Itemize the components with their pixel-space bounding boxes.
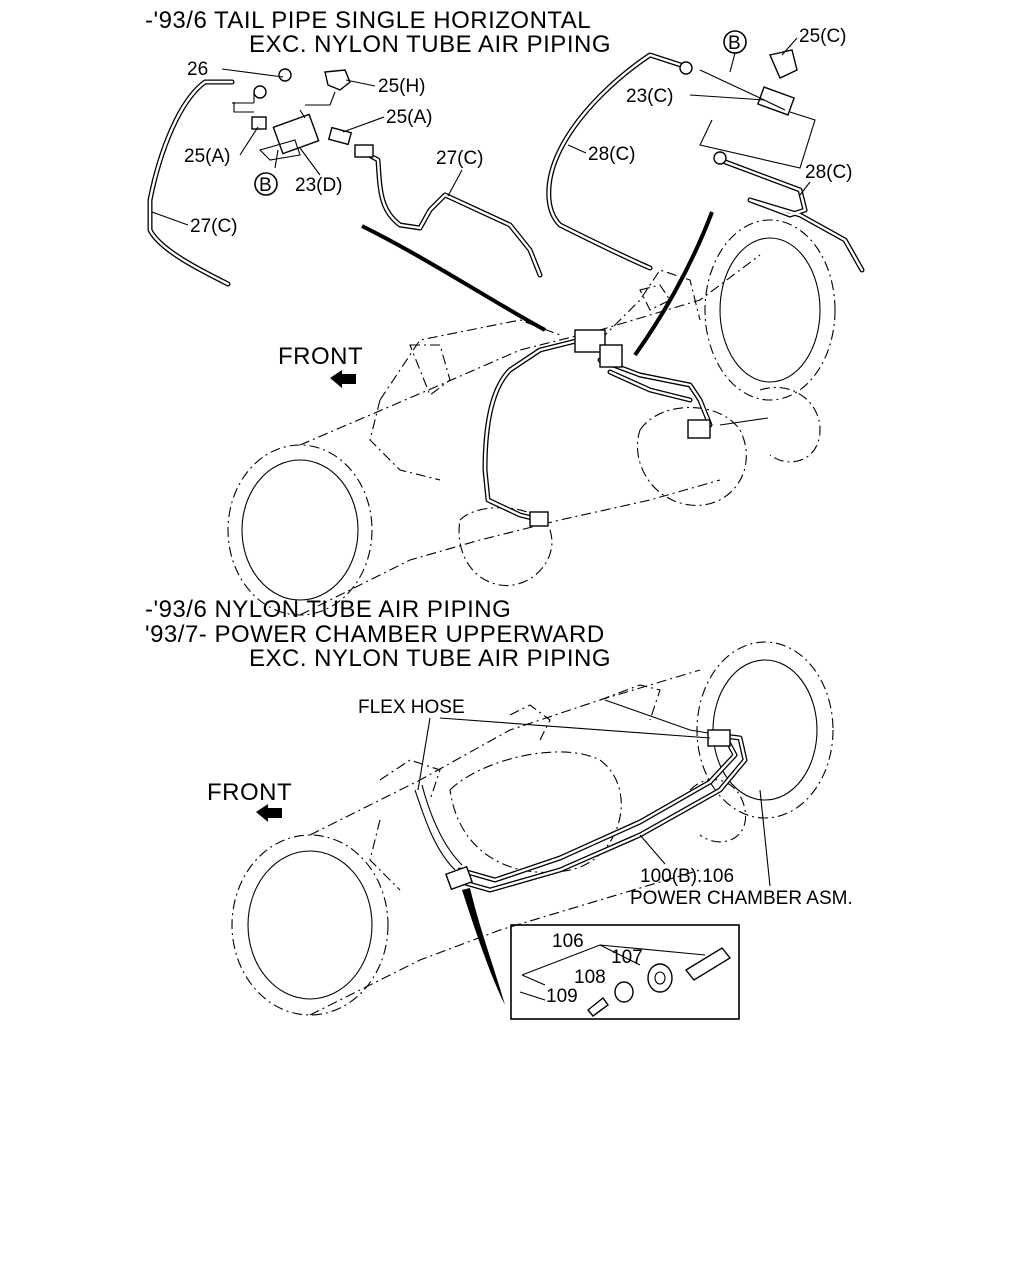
valve-assembly-23c — [679, 49, 816, 169]
inset-callout-108: 108 — [574, 967, 606, 988]
front-arrow-icon — [256, 804, 282, 822]
front-arrow-icon — [330, 370, 356, 388]
top-front-label: FRONT — [278, 343, 363, 370]
callout-28c-right: 28(C) — [805, 162, 853, 183]
inset-callout-109: 109 — [546, 986, 578, 1007]
parts-inset-box: 106 107 108 109 — [510, 924, 740, 1020]
top-heading-line1: -'93/6 TAIL PIPE SINGLE HORIZONTAL — [145, 7, 591, 34]
bottom-heading-line1: -'93/6 NYLON TUBE AIR PIPING — [145, 596, 511, 623]
inset-callout-107: 107 — [611, 947, 643, 968]
callout-25h: 25(H) — [378, 76, 426, 97]
callout-23c: 23(C) — [626, 86, 674, 107]
callout-25a-right: 25(A) — [386, 107, 432, 128]
callout-b-left: B — [259, 175, 272, 196]
callout-23d: 23(D) — [295, 175, 343, 196]
top-callouts: 26 25(H) 25(A) 25(A) B 23(D) 27(C) 27(C)… — [151, 26, 853, 237]
pipe-part-107 — [684, 947, 732, 981]
bushing-part-108 — [614, 981, 634, 1003]
callout-100b-106: 100(B).106 — [640, 866, 734, 887]
callout-b-right: B — [728, 33, 741, 54]
callout-28c-mid: 28(C) — [588, 144, 636, 165]
bottom-air-piping — [414, 699, 748, 1005]
bottom-section: -'93/6 NYLON TUBE AIR PIPING '93/7- POWE… — [145, 596, 853, 1020]
top-air-piping — [147, 52, 865, 527]
sleeve-part-109 — [587, 996, 609, 1017]
callout-26: 26 — [187, 59, 208, 80]
bottom-heading-line3: EXC. NYLON TUBE AIR PIPING — [249, 645, 611, 672]
rear-axle-bottom — [231, 641, 834, 1016]
callout-power-chamber: POWER CHAMBER ASM. — [630, 888, 853, 909]
top-front-arrow: FRONT — [278, 343, 363, 388]
grommet-part — [647, 963, 673, 993]
bottom-front-label: FRONT — [207, 779, 292, 806]
callout-25c: 25(C) — [799, 26, 847, 47]
top-section: -'93/6 TAIL PIPE SINGLE HORIZONTAL EXC. … — [145, 7, 865, 616]
callout-27c-left: 27(C) — [190, 216, 238, 237]
callout-b-left-circle — [254, 172, 278, 196]
inset-border — [510, 924, 740, 1020]
bottom-callouts: FLEX HOSE 100(B).106 POWER CHAMBER ASM. — [358, 697, 853, 909]
rear-axle-top — [227, 219, 836, 616]
valve-assembly-23d — [232, 68, 374, 169]
inset-callout-106: 106 — [552, 931, 584, 952]
callout-27c-mid: 27(C) — [436, 148, 484, 169]
bottom-heading-line2: '93/7- POWER CHAMBER UPPERWARD — [145, 621, 605, 648]
callout-flex-hose: FLEX HOSE — [358, 697, 465, 718]
bottom-front-arrow: FRONT — [207, 779, 292, 822]
top-heading-line2: EXC. NYLON TUBE AIR PIPING — [249, 31, 611, 58]
callout-25a-left: 25(A) — [184, 146, 230, 167]
